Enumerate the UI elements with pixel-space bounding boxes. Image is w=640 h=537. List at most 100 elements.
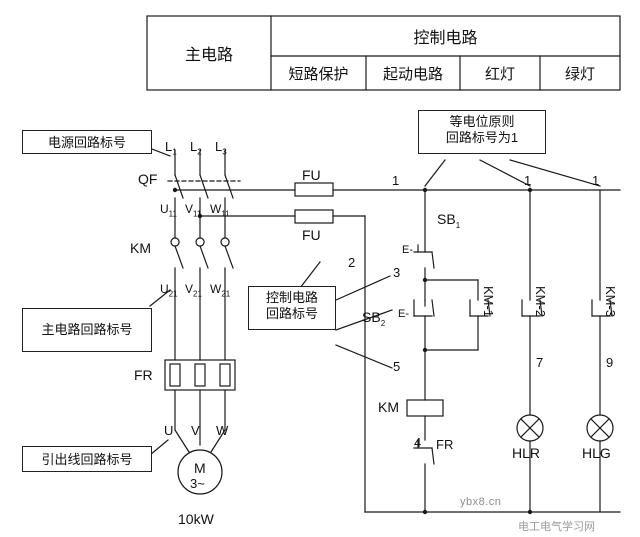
- device-label-km3: KM-3: [603, 286, 618, 318]
- junction-dot-bottom2: [527, 509, 533, 515]
- table-cell-short-circuit-protection: 短路保护: [288, 65, 349, 83]
- km3-blade: [609, 299, 613, 317]
- km-blade-2: [199, 245, 209, 269]
- terminal-l3-index: 3: [222, 147, 227, 157]
- table-cell-red-lamp: 红灯: [484, 65, 515, 83]
- terminal-l3: L3: [215, 140, 227, 157]
- device-label-sb1-index: 1: [455, 220, 461, 230]
- leader-main-loop: [149, 289, 171, 307]
- fu2-body: [294, 209, 334, 224]
- terminal-l3-letter: L: [215, 139, 223, 154]
- fr-contact-blade: [431, 447, 435, 465]
- terminal-u21-letter: U: [160, 282, 169, 296]
- junction-dot-km1-bottom: [422, 347, 428, 353]
- terminal-w11-index: 11: [221, 209, 230, 219]
- leader-equipotential-b: [479, 159, 531, 187]
- wire-number-3: 3: [393, 265, 401, 280]
- sb2-e-marker: E-: [398, 308, 409, 320]
- km-coil-body: [406, 399, 444, 417]
- device-label-sb2: SB2: [362, 310, 385, 328]
- motor-lead-w-slant: [210, 429, 226, 453]
- terminal-w11-letter: W: [210, 202, 222, 216]
- junction-dot-l2: [197, 213, 203, 219]
- terminal-l2-letter: L: [190, 139, 198, 154]
- terminal-v21: V21: [185, 283, 202, 298]
- device-label-motor-power: 10kW: [178, 511, 214, 527]
- wire-number-7: 7: [536, 355, 544, 370]
- junction-dot-branch1: [422, 187, 428, 193]
- sb1-blade: [431, 251, 435, 269]
- device-label-km-coil: KM: [378, 399, 399, 415]
- callout-equipotential-line1: 等电位原则: [449, 114, 515, 129]
- terminal-w11: W11: [210, 203, 230, 218]
- table-cell-green-lamp: 绿灯: [564, 65, 595, 83]
- callout-main-loop-number: 主电路回路标号: [22, 308, 152, 352]
- device-label-km2: KM-2: [533, 286, 548, 318]
- wire-number-5: 5: [393, 359, 401, 374]
- terminal-l1-letter: L: [165, 139, 173, 154]
- leader-control-loop-d: [335, 344, 393, 369]
- device-label-qf: QF: [138, 171, 158, 187]
- terminal-u11-index: 11: [168, 209, 177, 219]
- callout-control-loop-line2: 回路标号: [265, 306, 318, 322]
- device-label-fr: FR: [134, 367, 153, 383]
- fr-element-2: [194, 363, 206, 387]
- wire-number-9: 9: [606, 355, 614, 370]
- table-cell-main-circuit: 主电路: [184, 47, 233, 64]
- km-contact-arc-2: [195, 237, 205, 247]
- terminal-v11-index: 11: [193, 209, 202, 219]
- device-label-fu-2: FU: [302, 227, 321, 243]
- lamp-red-x2: [520, 418, 540, 438]
- table-cell-start-circuit: 起动电路: [382, 65, 443, 83]
- terminal-v11: V11: [185, 203, 201, 218]
- qf-blade-1: [174, 174, 184, 199]
- km2-blade: [539, 299, 543, 317]
- junction-dot-l1: [172, 187, 178, 193]
- callout-lead-out-number: 引出线回路标号: [22, 446, 152, 472]
- km-contact-arc-1: [170, 237, 180, 247]
- device-label-hlr: HLR: [512, 445, 541, 461]
- callout-equipotential: 等电位原则 回路标号为1: [418, 110, 546, 154]
- fr-element-1: [169, 363, 181, 387]
- device-label-sb2-letters: SB: [362, 309, 381, 325]
- terminal-v21-index: 21: [193, 289, 202, 299]
- terminal-v: V: [191, 423, 200, 438]
- terminal-u: U: [164, 423, 174, 438]
- device-label-fu-1: FU: [302, 167, 321, 183]
- terminal-l1: L1: [165, 140, 177, 157]
- table-cell-control-circuit: 控制电路: [413, 30, 478, 47]
- device-label-fr-contact: FR: [436, 437, 454, 452]
- terminal-v11-letter: V: [185, 202, 194, 216]
- qf-blade-3: [224, 174, 234, 199]
- callout-control-loop-line1: 控制电路: [265, 290, 318, 305]
- terminal-u21-index: 21: [168, 289, 178, 299]
- terminal-w21: W21: [210, 283, 230, 298]
- leader-equipotential-c: [509, 159, 601, 187]
- leader-control-loop-c: [335, 309, 393, 331]
- junction-dot-bottom1: [422, 509, 428, 515]
- callout-control-loop-number: 控制电路 回路标号: [248, 286, 336, 330]
- terminal-v21-letter: V: [185, 282, 194, 296]
- device-label-sb1-letters: SB: [437, 211, 456, 227]
- wire-number-1-a: 1: [392, 173, 400, 188]
- device-label-sb1: SB1: [437, 212, 460, 230]
- wire-number-4: 4: [414, 435, 422, 450]
- callout-equipotential-line2: 回路标号为1: [445, 130, 519, 146]
- wire-number-1-b: 1: [524, 173, 532, 188]
- lamp-green-x2: [590, 418, 610, 438]
- leader-equipotential-a: [424, 159, 446, 187]
- watermark-brand: 电工电气学习网: [518, 521, 595, 533]
- km-blade-1: [174, 245, 184, 269]
- fr-element-3: [219, 363, 231, 387]
- leader-control-loop-b: [335, 275, 391, 301]
- leader-lead-out: [149, 439, 169, 456]
- terminal-w21-index: 21: [221, 289, 231, 299]
- terminal-l2: L2: [190, 140, 202, 157]
- device-label-sb2-index: 2: [380, 318, 386, 328]
- terminal-l2-index: 2: [197, 147, 202, 157]
- device-label-km1: KM-1: [481, 286, 496, 318]
- km-blade-3: [224, 245, 234, 269]
- table-outline: [146, 15, 621, 91]
- sb2-blade: [431, 299, 435, 317]
